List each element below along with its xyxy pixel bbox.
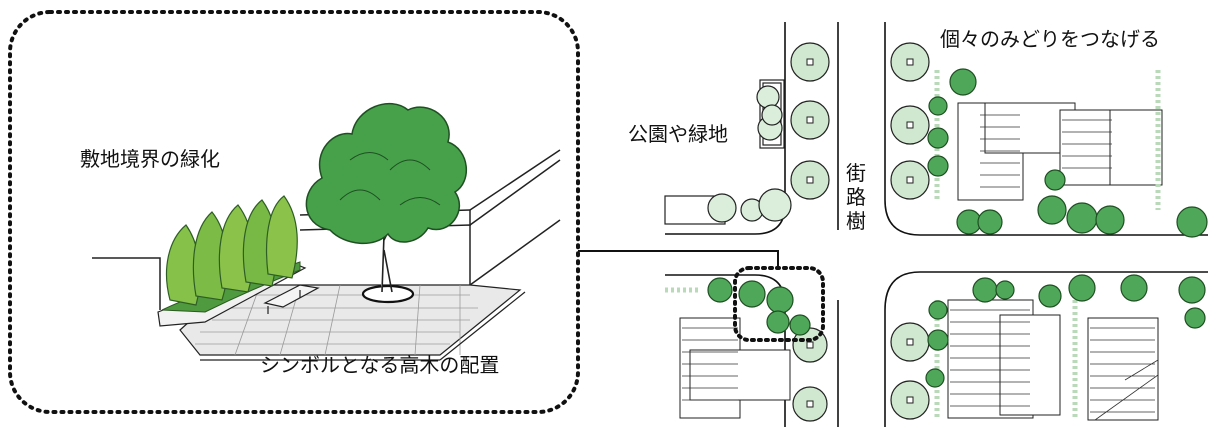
label-street-trees-char-3: 樹: [846, 209, 866, 233]
conifer-row: [165, 195, 298, 306]
label-park-green: 公園や緑地: [628, 122, 728, 146]
perspective-panel: 敷地境界の緑化 シンボルとなる高木の配置: [8, 10, 580, 414]
tree-pit: [361, 284, 415, 304]
label-boundary-greening: 敷地境界の緑化: [80, 147, 220, 171]
bench: [263, 284, 320, 314]
garden-trees: [707, 68, 1208, 388]
callout-connector: [578, 250, 779, 268]
label-symbol-tree: シンボルとなる高木の配置: [260, 353, 499, 377]
park: [664, 79, 792, 225]
tree-canopy: [305, 102, 468, 245]
label-street-trees-char-2: 路: [846, 185, 866, 209]
street-tree-markers: [806, 58, 914, 408]
buildings: [679, 102, 1163, 421]
label-street-trees-char-1: 街: [846, 161, 866, 185]
highlight-corner-box: [733, 266, 825, 342]
panel-dotted-frame: [8, 10, 580, 414]
hedge-strips: [665, 70, 1161, 420]
symbol-tree: [305, 102, 468, 304]
label-street-trees: 街 路 樹: [846, 161, 866, 233]
plan-map: 公園や緑地 街 路 樹 個々のみどりをつなげる: [628, 22, 1208, 427]
label-connect-green: 個々のみどりをつなげる: [940, 27, 1160, 51]
